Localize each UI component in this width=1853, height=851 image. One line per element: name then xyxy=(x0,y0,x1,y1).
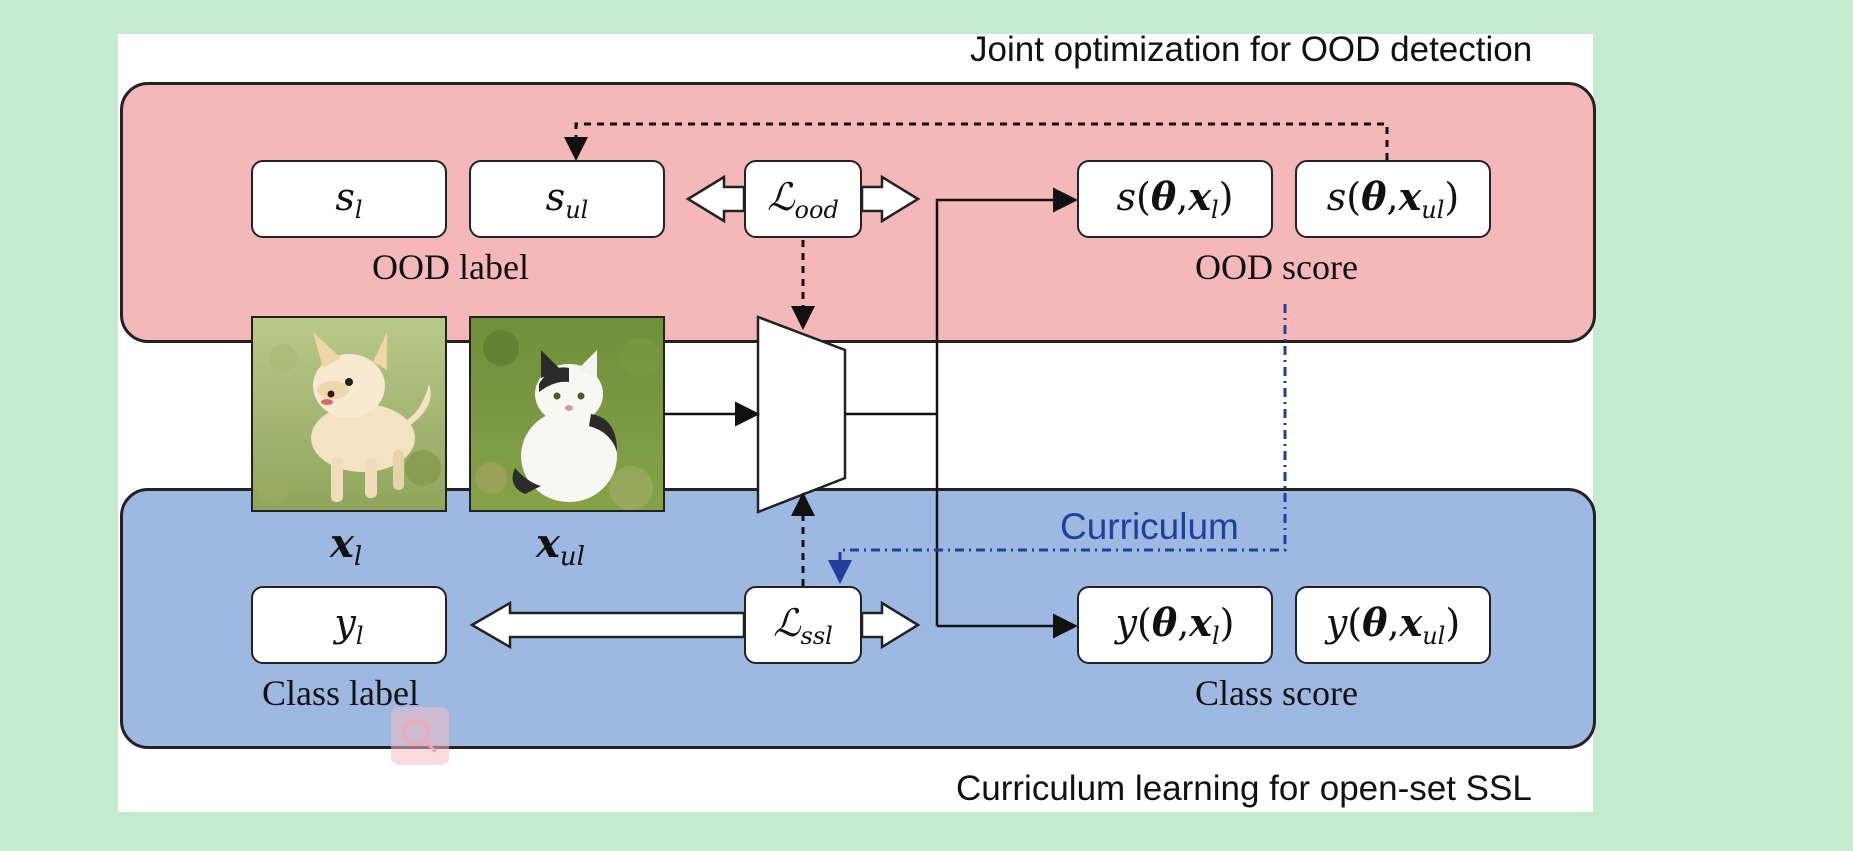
cat-image xyxy=(469,316,665,512)
ood-score-caption: OOD score xyxy=(1195,247,1358,287)
loss-ssl-box: ℒssl xyxy=(744,586,862,664)
ood-label-caption: OOD label xyxy=(372,247,529,287)
curriculum-label: Curriculum xyxy=(1060,506,1239,547)
class-score-labeled-box: y(θ,xl) xyxy=(1077,586,1273,664)
loss-ood-box: ℒood xyxy=(744,160,862,238)
class-score-caption: Class score xyxy=(1195,673,1358,713)
ood-score-unlabeled-box: s(θ,xul) xyxy=(1295,160,1491,238)
bottom-title: Curriculum learning for open-set SSL xyxy=(956,769,1532,808)
theta-label: θ xyxy=(786,392,813,439)
x-ul-label: xul xyxy=(536,520,585,572)
top-title: Joint optimization for OOD detection xyxy=(970,30,1533,69)
s-ul-box: sul xyxy=(469,160,665,238)
dog-image xyxy=(251,316,447,512)
search-icon[interactable] xyxy=(391,707,449,765)
class-label-caption: Class label xyxy=(262,673,419,713)
x-l-label: xl xyxy=(330,520,363,572)
class-score-unlabeled-box: y(θ,xul) xyxy=(1295,586,1491,664)
cat-illustration xyxy=(471,318,663,510)
ood-score-labeled-box: s(θ,xl) xyxy=(1077,160,1273,238)
dog-illustration xyxy=(253,318,445,510)
y-l-box: yl xyxy=(251,586,447,664)
s-l-box: sl xyxy=(251,160,447,238)
